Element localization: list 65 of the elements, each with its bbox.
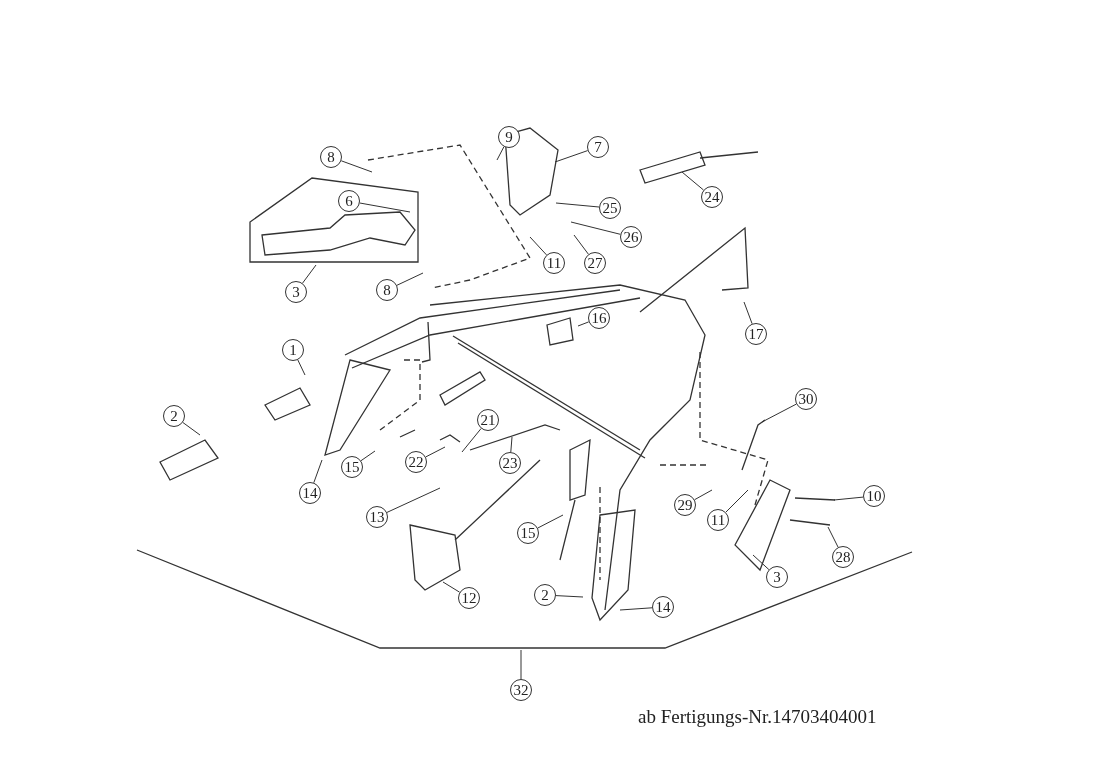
leader-line bbox=[496, 146, 505, 161]
callout-number: 29 bbox=[674, 494, 696, 516]
callout-number: 15 bbox=[341, 456, 363, 478]
leader-line bbox=[555, 595, 584, 598]
callout-number: 26 bbox=[620, 226, 642, 248]
leader-line bbox=[743, 301, 753, 325]
callout-number: 21 bbox=[477, 409, 499, 431]
callout-number: 16 bbox=[588, 307, 610, 329]
leader-line bbox=[725, 489, 749, 513]
callout-number: 7 bbox=[587, 136, 609, 158]
leader-line bbox=[554, 150, 589, 163]
callout-number: 32 bbox=[510, 679, 532, 701]
callout-number: 1 bbox=[282, 339, 304, 361]
leader-line bbox=[386, 487, 441, 513]
callout-number: 3 bbox=[766, 566, 788, 588]
callout-number: 11 bbox=[543, 252, 565, 274]
callout-number: 24 bbox=[701, 186, 723, 208]
leader-line bbox=[313, 459, 323, 484]
callout-number: 15 bbox=[517, 522, 539, 544]
leader-line bbox=[570, 221, 621, 235]
leader-line bbox=[577, 321, 590, 327]
leader-line bbox=[425, 446, 446, 458]
callout-number: 10 bbox=[863, 485, 885, 507]
leader-line bbox=[359, 202, 411, 213]
callout-number: 2 bbox=[163, 405, 185, 427]
leader-line bbox=[827, 526, 839, 548]
leader-line bbox=[681, 171, 704, 191]
leader-line bbox=[396, 272, 424, 286]
callout-number: 8 bbox=[320, 146, 342, 168]
leader-line bbox=[442, 581, 461, 593]
callout-number: 3 bbox=[285, 281, 307, 303]
leader-line bbox=[182, 422, 201, 436]
callout-number: 12 bbox=[458, 587, 480, 609]
leader-line bbox=[302, 264, 317, 284]
leader-line bbox=[529, 236, 547, 256]
serial-number-note: ab Fertigungs-Nr.14703404001 bbox=[638, 706, 877, 728]
callout-number: 25 bbox=[599, 197, 621, 219]
callout-number: 2 bbox=[534, 584, 556, 606]
leader-line bbox=[619, 607, 653, 611]
callout-number: 14 bbox=[652, 596, 674, 618]
callout-number: 27 bbox=[584, 252, 606, 274]
callout-number: 28 bbox=[832, 546, 854, 568]
leader-line bbox=[340, 160, 373, 173]
callout-number: 8 bbox=[376, 279, 398, 301]
callout-number: 11 bbox=[707, 509, 729, 531]
callout-number: 9 bbox=[498, 126, 520, 148]
leader-line bbox=[297, 359, 306, 376]
callout-number: 13 bbox=[366, 506, 388, 528]
leader-line bbox=[573, 234, 589, 255]
leader-line bbox=[752, 554, 770, 571]
callout-number: 14 bbox=[299, 482, 321, 504]
leader-line bbox=[510, 436, 513, 453]
callout-number: 6 bbox=[338, 190, 360, 212]
leader-line bbox=[461, 428, 482, 453]
leader-line bbox=[520, 649, 522, 680]
leader-line bbox=[537, 514, 564, 529]
callout-number: 23 bbox=[499, 452, 521, 474]
callout-number: 22 bbox=[405, 451, 427, 473]
callout-number: 17 bbox=[745, 323, 767, 345]
leader-line bbox=[833, 496, 864, 501]
leader-line bbox=[761, 403, 797, 423]
leader-line bbox=[360, 450, 376, 462]
callout-number: 30 bbox=[795, 388, 817, 410]
leader-line bbox=[694, 489, 713, 501]
leader-line bbox=[555, 202, 600, 208]
